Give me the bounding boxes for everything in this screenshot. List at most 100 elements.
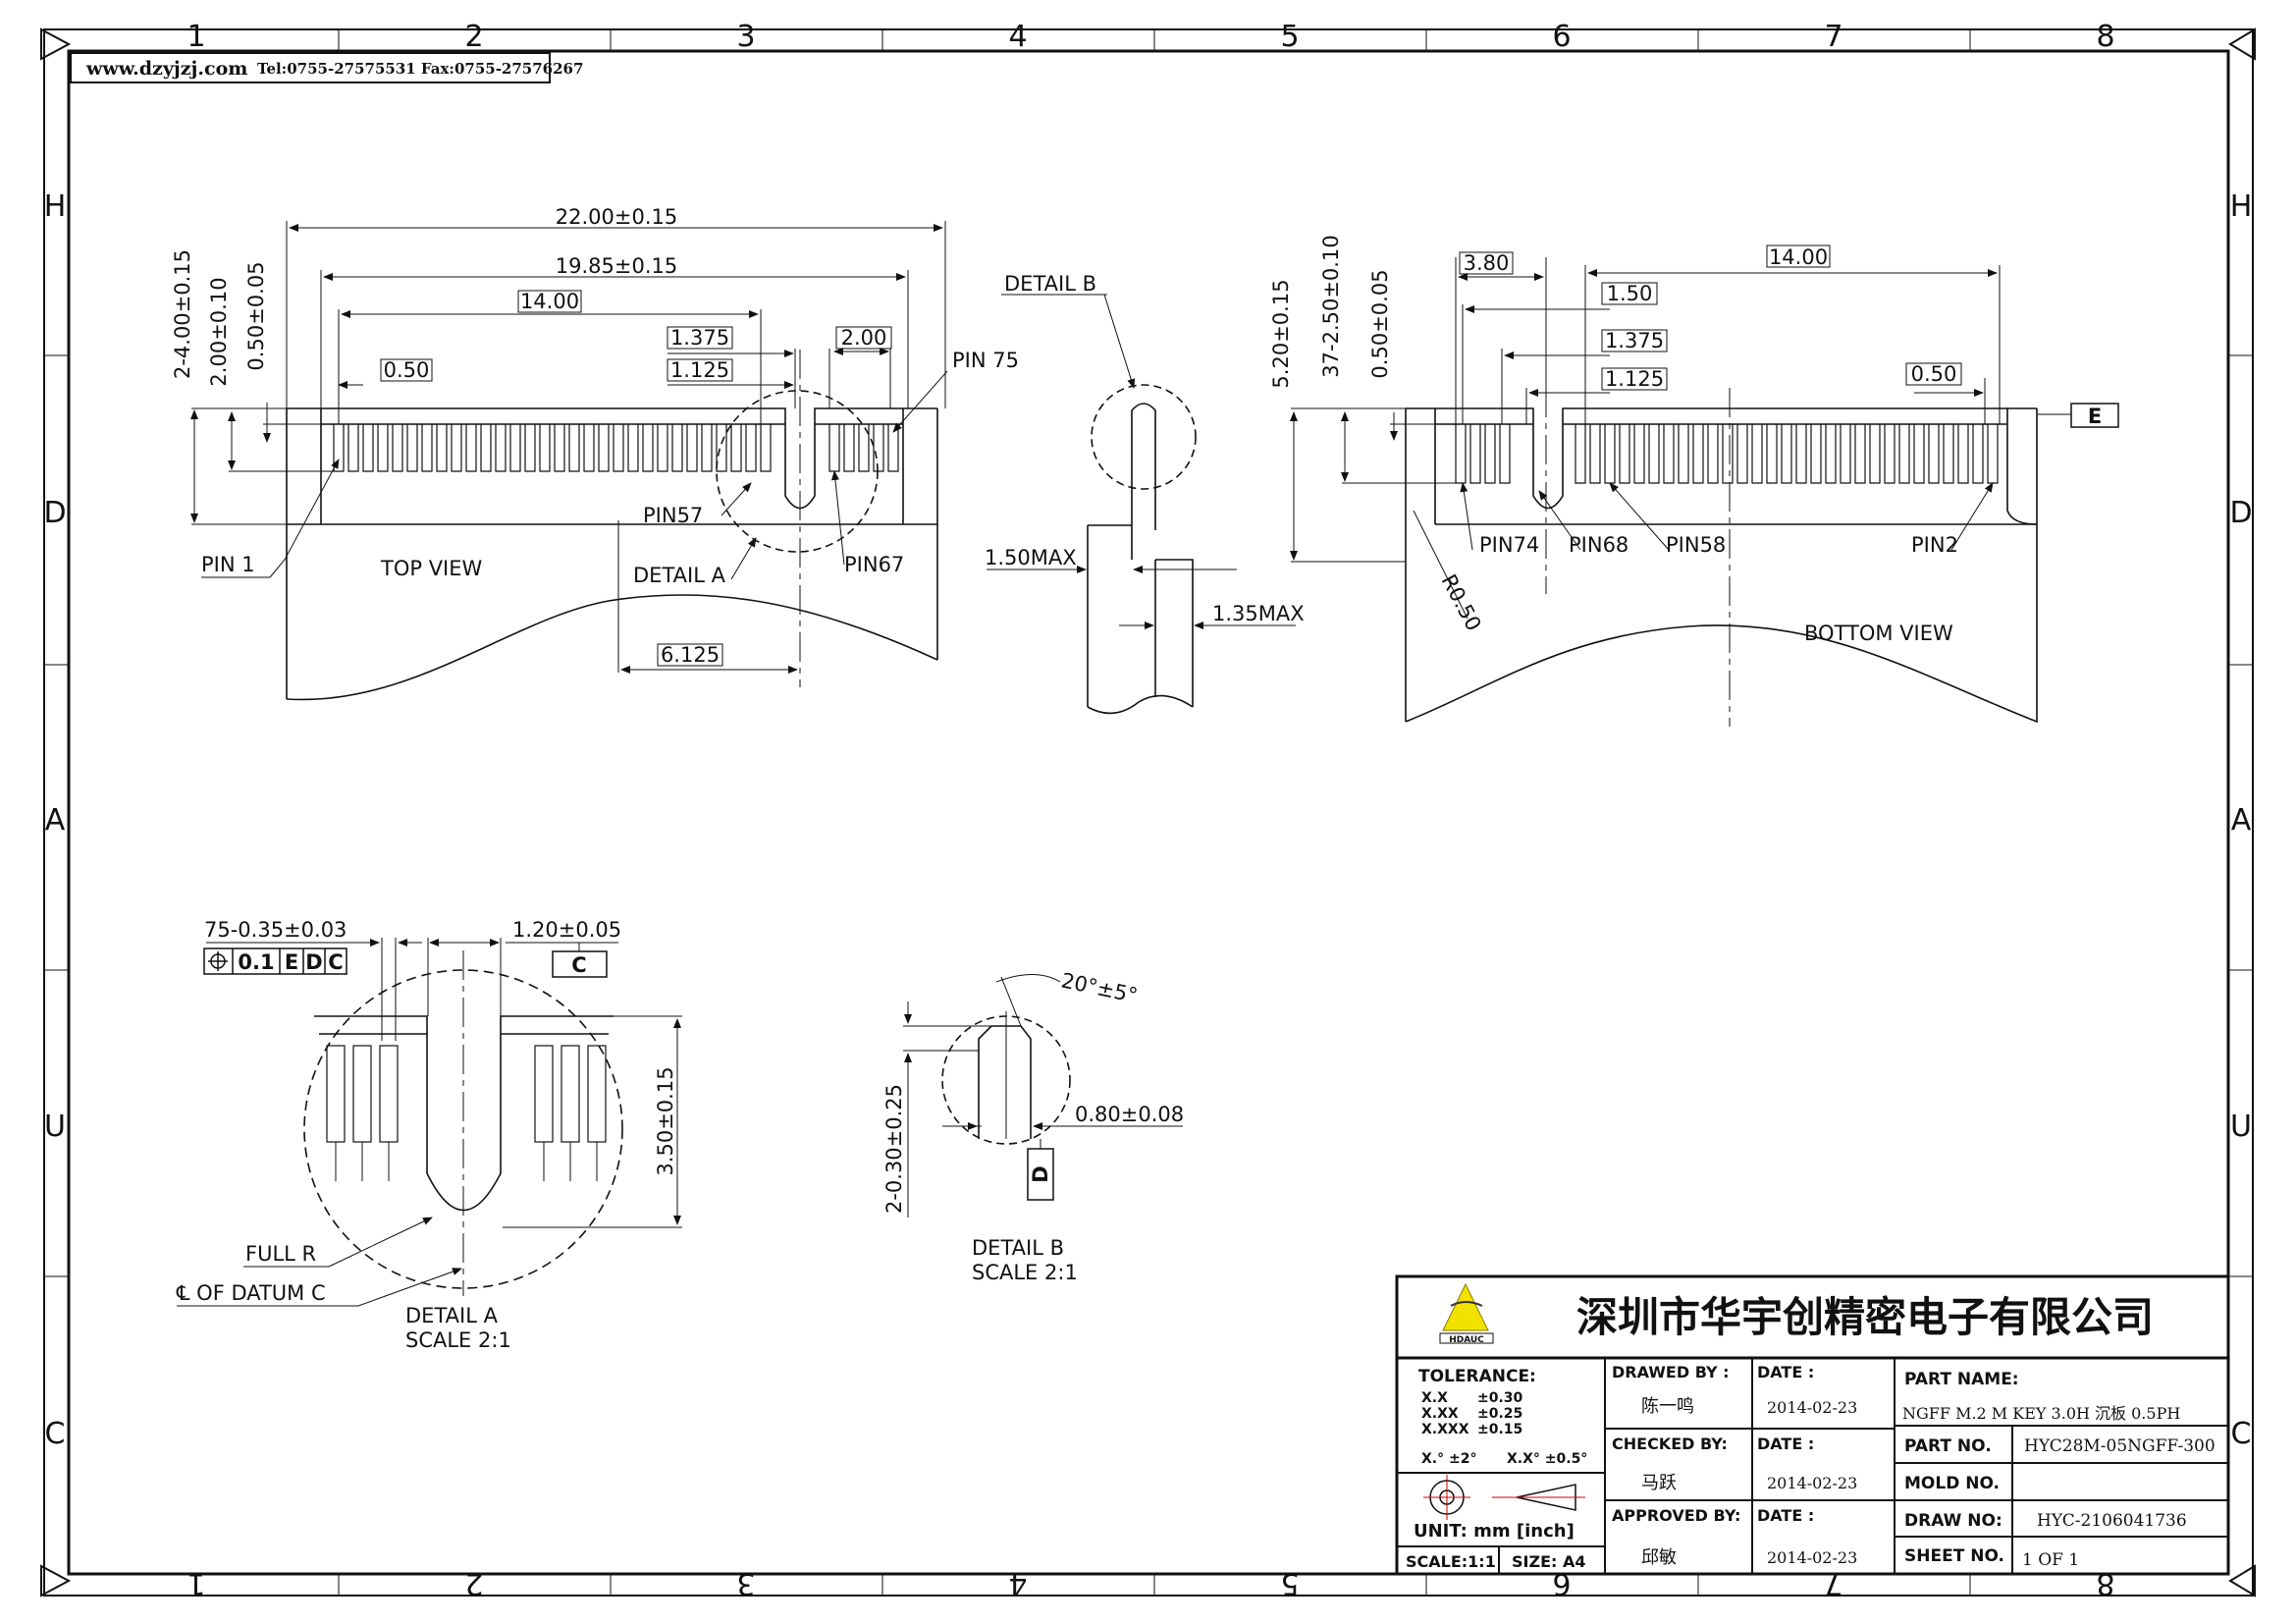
dim-width-inner: 19.85±0.15 — [556, 254, 677, 278]
dim-1375: 1.375 — [1605, 329, 1664, 352]
dim-v-050: 0.50±0.05 — [1368, 269, 1392, 378]
detail-a-labels: 75-0.35±0.03 1.20±0.05 0.1 E D C C 3.50±… — [176, 918, 677, 1352]
row-label: U — [44, 1110, 66, 1144]
datum-c: C — [571, 953, 586, 977]
detail-b-scale: SCALE 2:1 — [972, 1261, 1078, 1284]
title-block-text: 深圳市华宇创精密电子有限公司 TOLERANCE: X.X ±0.30 X.XX… — [1406, 1293, 2216, 1571]
draw-no: HYC-2106041736 — [2037, 1511, 2187, 1531]
sheet-no: 1 OF 1 — [2022, 1550, 2079, 1570]
dim-v-400: 2-4.00±0.15 — [171, 249, 194, 379]
part-no: HYC28M-05NGFF-300 — [2024, 1436, 2216, 1456]
date-label-3: DATE : — [1757, 1506, 1814, 1525]
col-label: 4 — [1008, 1566, 1027, 1600]
top-view-labels: 22.00±0.15 19.85±0.15 14.00 0.50 1.375 1… — [171, 205, 1019, 667]
label-pin74: PIN74 — [1479, 533, 1539, 557]
label-detail-b-ref: DETAIL B — [1004, 272, 1096, 296]
date-1: 2014-02-23 — [1767, 1398, 1857, 1417]
detail-a-view — [177, 938, 682, 1307]
date-3: 2014-02-23 — [1767, 1548, 1857, 1567]
date-label-1: DATE : — [1757, 1363, 1814, 1381]
col-label: 1 — [187, 1566, 205, 1600]
frame — [40, 27, 2256, 1597]
drawed-by: 陈一鸣 — [1641, 1396, 1694, 1417]
col-label: 8 — [2096, 1566, 2114, 1600]
dim-v-250: 37-2.50±0.10 — [1319, 235, 1343, 377]
label-pin1: PIN 1 — [201, 553, 255, 576]
dim-150max: 1.50MAX — [985, 546, 1077, 569]
dim-angle: 20°±5° — [1059, 968, 1140, 1007]
dim-050: 0.50 — [1911, 362, 1957, 386]
col-label: 3 — [736, 1566, 755, 1600]
approved-by: 邱敏 — [1641, 1547, 1677, 1568]
fcf-datum-d: D — [305, 950, 322, 974]
col-label: 3 — [736, 20, 755, 54]
col-label: 6 — [1552, 20, 1571, 54]
unit-label: UNIT: mm [inch] — [1414, 1521, 1575, 1542]
col-label: 5 — [1280, 20, 1299, 54]
detail-a-title: DETAIL A — [405, 1304, 499, 1327]
row-label: H — [44, 189, 67, 224]
checked-by-label: CHECKED BY: — [1612, 1435, 1728, 1453]
bottom-pin-row-left — [1455, 424, 1511, 484]
col-label: 1 — [187, 20, 205, 54]
dim-v-520: 5.20±0.15 — [1269, 279, 1293, 388]
dim-150: 1.50 — [1607, 282, 1653, 305]
label-full-r: FULL R — [245, 1242, 316, 1266]
fcf-tolerance: 0.1 — [238, 950, 274, 974]
dim-1125: 1.125 — [1605, 367, 1664, 391]
size-label: SIZE: A4 — [1512, 1552, 1586, 1571]
dim-135max: 1.35MAX — [1212, 602, 1305, 625]
col-label: 6 — [1552, 1566, 1571, 1600]
tol-xx-val: ±0.25 — [1477, 1406, 1522, 1422]
label-detail-a: DETAIL A — [633, 564, 726, 587]
dim-r050: R0.50 — [1437, 570, 1486, 634]
label-pin68: PIN68 — [1569, 533, 1629, 557]
website-header: www.dzyjzj.com Tel:0755-27575531 Fax:075… — [70, 52, 583, 83]
detail-a-pins-left — [326, 1045, 399, 1143]
col-label: 5 — [1280, 1566, 1299, 1600]
row-label: A — [45, 803, 66, 838]
date-label-2: DATE : — [1757, 1435, 1814, 1453]
date-2: 2014-02-23 — [1767, 1474, 1857, 1492]
dim-1375: 1.375 — [670, 326, 729, 350]
detail-b-view — [903, 974, 1183, 1218]
label-pin58: PIN58 — [1666, 533, 1726, 557]
label-pin57: PIN57 — [643, 504, 703, 527]
mold-no-label: MOLD NO. — [1904, 1474, 2000, 1493]
col-label: 7 — [1824, 20, 1842, 54]
bottom-pin-row-right — [1575, 424, 1999, 484]
dim-200: 2.00 — [841, 326, 887, 350]
tolerance-label: TOLERANCE: — [1418, 1367, 1536, 1386]
detail-a-scale: SCALE 2:1 — [405, 1328, 511, 1352]
dim-6125: 6.125 — [661, 643, 720, 667]
label-bottom-view: BOTTOM VIEW — [1804, 622, 1953, 645]
contact-info: Tel:0755-27575531 Fax:0755-27576267 — [257, 60, 583, 78]
dim-span: 14.00 — [520, 290, 579, 313]
dim-030: 2-0.30±0.25 — [882, 1084, 906, 1214]
row-label: A — [2231, 803, 2252, 838]
part-name: NGFF M.2 M KEY 3.0H 沉板 0.5PH — [1902, 1404, 2180, 1423]
fcf-datum-c: C — [328, 950, 343, 974]
draw-no-label: DRAW NO: — [1904, 1511, 2002, 1531]
col-label: 4 — [1008, 20, 1027, 54]
dim-75-035: 75-0.35±0.03 — [204, 918, 347, 942]
label-pin2: PIN2 — [1911, 533, 1958, 557]
row-label: D — [43, 496, 66, 530]
col-label: 8 — [2096, 20, 2114, 54]
dim-1125: 1.125 — [670, 358, 729, 382]
checked-by: 马跃 — [1641, 1473, 1677, 1493]
dim-width-total: 22.00±0.15 — [556, 205, 677, 229]
bottom-view-labels: 3.80 14.00 1.50 1.375 1.125 0.50 5.20±0.… — [1269, 235, 2102, 645]
label-pin67: PIN67 — [844, 553, 904, 576]
top-pin-row-right — [828, 424, 899, 472]
website-url[interactable]: www.dzyjzj.com — [85, 58, 247, 80]
part-no-label: PART NO. — [1904, 1436, 1992, 1456]
tol-angle-2: X.X° ±0.5° — [1507, 1451, 1587, 1467]
tol-x: X.X — [1421, 1390, 1448, 1406]
fcf-datum-e: E — [285, 950, 298, 974]
tol-x-val: ±0.30 — [1477, 1390, 1523, 1406]
row-label: D — [2229, 496, 2252, 530]
approved-by-label: APPROVED BY: — [1612, 1506, 1740, 1525]
side-view — [987, 294, 1296, 715]
